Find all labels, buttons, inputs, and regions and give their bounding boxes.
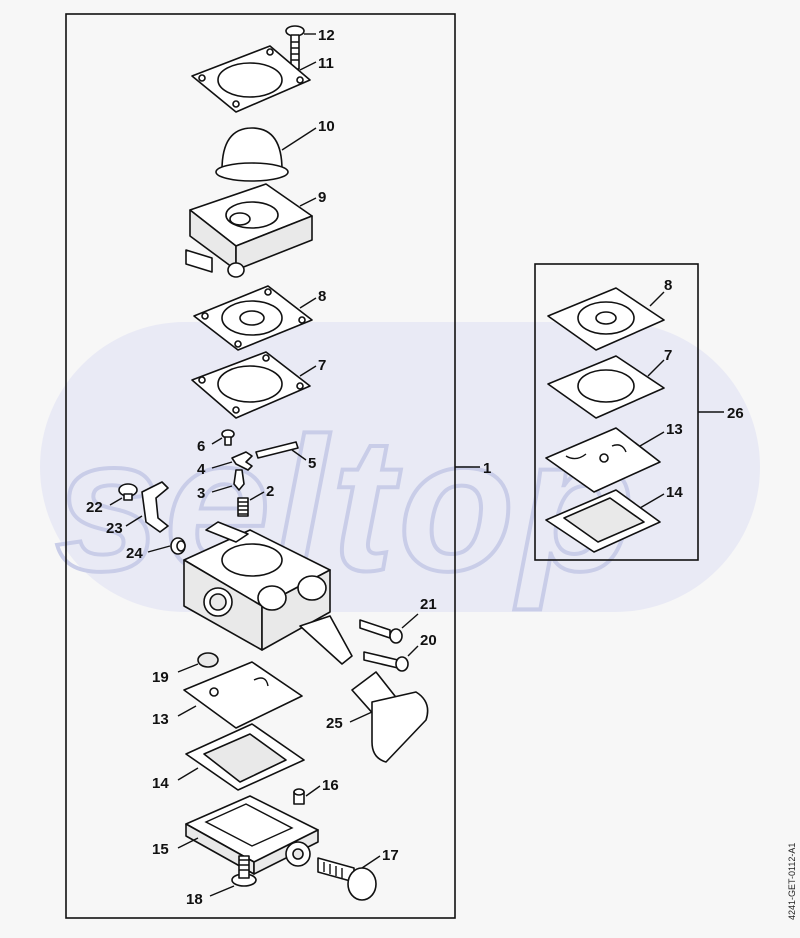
part-24-bushing[interactable]: [147, 537, 186, 555]
callout-2[interactable]: 2: [266, 483, 274, 500]
svg-text:seltop: seltop: [55, 399, 639, 611]
part-3-needle[interactable]: [211, 469, 245, 493]
callout-6[interactable]: 6: [197, 438, 205, 455]
part-13-diaphragm[interactable]: [177, 661, 303, 729]
callout-14[interactable]: 14: [152, 775, 169, 792]
main-kit-frame: [65, 13, 456, 919]
part-9-cover[interactable]: [185, 183, 317, 278]
part-7-gasket[interactable]: [191, 351, 317, 419]
part-18-screw[interactable]: [209, 855, 257, 897]
part-10-primer-bulb[interactable]: [215, 127, 317, 182]
part-22-screw[interactable]: [109, 483, 138, 506]
callout-20[interactable]: 20: [420, 632, 437, 649]
kit-part-14-gasket[interactable]: [545, 489, 665, 553]
kit-part-8-diaphragm[interactable]: [547, 287, 665, 351]
callout-3[interactable]: 3: [197, 485, 205, 502]
part-20-adjusting-screw[interactable]: [363, 645, 419, 672]
callout-22[interactable]: 22: [86, 499, 103, 516]
part-21-adjusting-screw[interactable]: [359, 613, 419, 644]
watermark: seltop: [40, 322, 760, 613]
callout-16[interactable]: 16: [322, 777, 339, 794]
callout-19[interactable]: 19: [152, 669, 169, 686]
part-25-choke-knob[interactable]: [349, 671, 429, 763]
callout-24[interactable]: 24: [126, 545, 143, 562]
kit-part-7-gasket[interactable]: [547, 355, 665, 419]
part-5-pin[interactable]: [255, 441, 307, 461]
callout-18[interactable]: 18: [186, 891, 203, 908]
callout-8[interactable]: 8: [318, 288, 326, 305]
callout-26[interactable]: 26: [727, 405, 744, 422]
callout-9[interactable]: 9: [318, 189, 326, 206]
callout-kit-14[interactable]: 14: [666, 484, 683, 501]
part-16-bushing[interactable]: [293, 785, 321, 805]
part-17-fitting[interactable]: [317, 855, 381, 901]
part-23-throttle-lever[interactable]: [125, 481, 169, 533]
callout-23[interactable]: 23: [106, 520, 123, 537]
callout-12[interactable]: 12: [318, 27, 335, 44]
callout-10[interactable]: 10: [318, 118, 335, 135]
part-15-pump-cover[interactable]: [177, 795, 319, 875]
callout-1[interactable]: 1: [483, 460, 491, 477]
callout-25[interactable]: 25: [326, 715, 343, 732]
part-11-gasket[interactable]: [191, 45, 317, 113]
part-6-screw[interactable]: [211, 429, 235, 446]
callout-kit-13[interactable]: 13: [666, 421, 683, 438]
callout-4[interactable]: 4: [197, 461, 206, 478]
callout-kit-7[interactable]: 7: [664, 347, 672, 364]
part-4-lever[interactable]: [211, 451, 253, 471]
part-14-gasket[interactable]: [177, 723, 305, 791]
part-8-diaphragm[interactable]: [193, 285, 317, 351]
part-2-spring[interactable]: [237, 491, 265, 517]
callout-7[interactable]: 7: [318, 357, 326, 374]
callout-13[interactable]: 13: [152, 711, 169, 728]
part-19-filter[interactable]: [177, 652, 219, 673]
kit-part-13-diaphragm[interactable]: [545, 427, 665, 493]
callout-21[interactable]: 21: [420, 596, 437, 613]
callout-11[interactable]: 11: [318, 55, 334, 72]
callout-5[interactable]: 5: [308, 455, 316, 472]
callout-kit-8[interactable]: 8: [664, 277, 672, 294]
callout-17[interactable]: 17: [382, 847, 399, 864]
callout-15[interactable]: 15: [152, 841, 169, 858]
carburetor-body[interactable]: [183, 521, 353, 665]
part-12-screw[interactable]: [285, 25, 316, 70]
document-id: 4241-GET-0112-A1: [787, 843, 797, 920]
